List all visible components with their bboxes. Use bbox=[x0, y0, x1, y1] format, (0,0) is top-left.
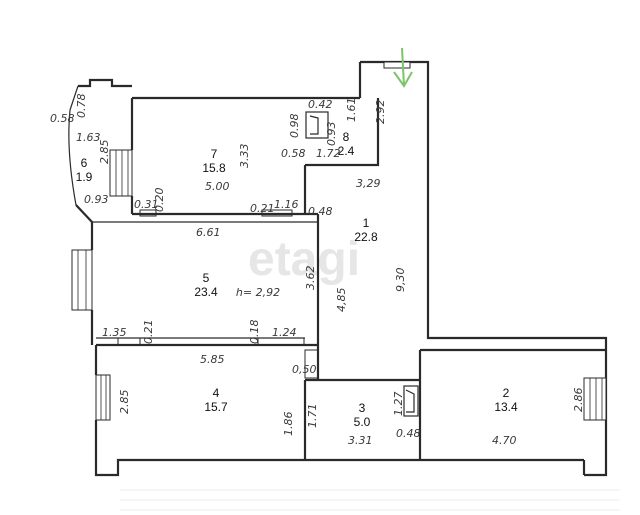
dim-label: 1.24 bbox=[272, 326, 297, 339]
room-1-area: 22.8 bbox=[354, 230, 378, 244]
dim-label: 3.33 bbox=[238, 144, 251, 169]
dim-label: 0.98 bbox=[288, 114, 301, 139]
watermark: etagi bbox=[248, 233, 360, 286]
window-entrance bbox=[383, 61, 411, 69]
dim-label: 5.85 bbox=[200, 353, 225, 366]
dim-label: 0.78 bbox=[75, 94, 88, 119]
dim-label: 4,85 bbox=[335, 288, 348, 313]
dim-label: 1.72 bbox=[316, 147, 341, 160]
dim-label: 0.21 bbox=[250, 202, 275, 215]
dim-label: 0.42 bbox=[308, 98, 333, 111]
dim-label: 0.48 bbox=[396, 427, 421, 440]
dim-label: 2.85 bbox=[118, 390, 131, 415]
dim-label: 6.61 bbox=[196, 226, 221, 239]
dim-label: 0.58 bbox=[281, 147, 306, 160]
dim-label: 0.48 bbox=[308, 205, 333, 218]
room-2-area: 13.4 bbox=[494, 400, 518, 414]
window-room-4 bbox=[95, 374, 111, 421]
room-7-number: 7 bbox=[211, 147, 218, 161]
dim-label: 0.93 bbox=[84, 193, 109, 206]
dim-label: 2.86 bbox=[572, 388, 585, 413]
dim-label: 3.62 bbox=[304, 266, 317, 291]
background-grid bbox=[120, 489, 620, 511]
room-7-area: 15.8 bbox=[202, 161, 226, 175]
window-room-7 bbox=[109, 149, 133, 197]
outer-walls bbox=[68, 60, 608, 477]
room-5-number: 5 bbox=[203, 271, 210, 285]
entrance-arrow-icon bbox=[393, 47, 413, 88]
dimension-labels: 0.58 0.78 1.63 2.85 0.93 0.31 0.20 0.98 … bbox=[50, 94, 585, 448]
dim-label: 1.63 bbox=[76, 131, 101, 144]
dim-label: 3.31 bbox=[348, 434, 373, 447]
dim-label: 0.21 bbox=[142, 320, 155, 345]
room-6-number: 6 bbox=[81, 156, 88, 170]
dim-label: 0.20 bbox=[153, 188, 166, 213]
window-room-5 bbox=[71, 249, 93, 311]
ceiling-height: h= 2,92 bbox=[236, 286, 280, 299]
room-2-number: 2 bbox=[503, 386, 510, 400]
dim-label: 1.86 bbox=[282, 412, 295, 437]
dim-label: 0.58 bbox=[50, 112, 75, 125]
dim-label: 1.27 bbox=[392, 392, 405, 417]
dim-label: 0,50 bbox=[292, 363, 317, 376]
room-1-number: 1 bbox=[363, 216, 370, 230]
dim-label: 1.71 bbox=[306, 404, 319, 429]
room-8-area: 2.4 bbox=[338, 144, 355, 158]
room-5-area: 23.4 bbox=[194, 285, 218, 299]
doors bbox=[117, 209, 319, 379]
room-8-number: 8 bbox=[343, 130, 350, 144]
room-labels: 1 22.8 2 13.4 3 5.0 4 15.7 5 23.4 6 1.9 … bbox=[76, 130, 518, 429]
room-3-number: 3 bbox=[359, 401, 366, 415]
dim-label: 2.92 bbox=[374, 100, 387, 125]
window-room-2 bbox=[583, 377, 607, 421]
dim-label: 1.16 bbox=[274, 198, 299, 211]
room-3-area: 5.0 bbox=[354, 415, 371, 429]
dim-label: 1.61 bbox=[345, 98, 358, 123]
windows bbox=[71, 61, 607, 421]
dim-label: 5.00 bbox=[205, 180, 230, 193]
dim-label: 1.35 bbox=[102, 326, 127, 339]
dim-label: 3,29 bbox=[356, 177, 381, 190]
dim-label: 0.18 bbox=[248, 320, 261, 345]
ventilation-shaft-icon bbox=[305, 111, 419, 417]
room-4-number: 4 bbox=[213, 386, 220, 400]
dim-label: 0.31 bbox=[134, 198, 159, 211]
dim-label: 0.93 bbox=[325, 122, 338, 147]
dim-label: 2.85 bbox=[98, 140, 111, 165]
room-4-area: 15.7 bbox=[204, 400, 228, 414]
dim-label: 4.70 bbox=[492, 434, 517, 447]
room-6-area: 1.9 bbox=[76, 170, 93, 184]
dim-label: 9,30 bbox=[394, 268, 407, 293]
